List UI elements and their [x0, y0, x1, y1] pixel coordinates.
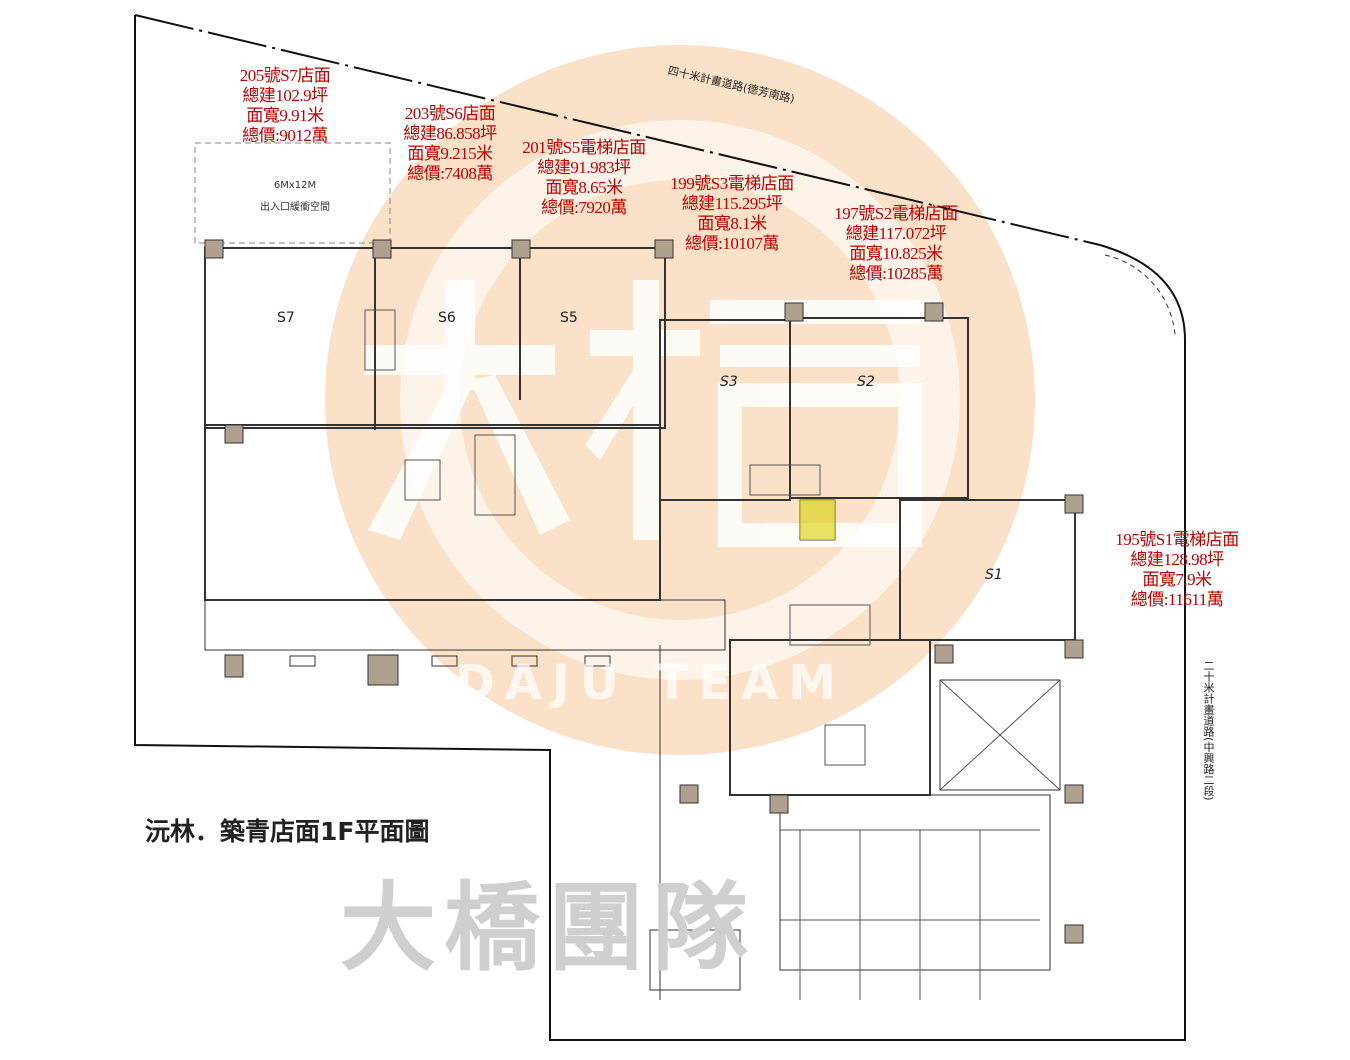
shop-name: 203號S6店面 [404, 104, 496, 123]
shop-price: 總價:7408萬 [407, 164, 493, 183]
shop-width: 面寬9.91米 [246, 106, 324, 125]
buffer-space-outline [194, 142, 391, 244]
site-boundary-corner [134, 15, 1186, 1041]
shop-name: 199號S3電梯店面 [670, 174, 794, 193]
shop-name: 195號S1電梯店面 [1115, 530, 1239, 549]
shop-name: 197號S2電梯店面 [834, 204, 958, 223]
walls [204, 247, 1076, 1000]
corner-arc [1104, 254, 1176, 336]
elevator-highlight [800, 500, 835, 540]
shop-area: 總建128.98坪 [1130, 550, 1224, 569]
shop-area: 總建91.983坪 [537, 158, 631, 177]
room-label-s3: S3 [720, 374, 738, 390]
room-label-s2: S2 [857, 374, 875, 390]
shop-price: 總價:11611萬 [1130, 590, 1224, 609]
shop-price: 總價:9012萬 [242, 126, 328, 145]
room-label-s6: S6 [438, 310, 456, 326]
shop-name: 201號S5電梯店面 [522, 138, 646, 157]
shop-annotation-s5: 201號S5電梯店面 總建91.983坪 面寬8.65米 總價:7920萬 [522, 138, 646, 218]
watermark-team-en: DAJU TEAM [455, 655, 846, 711]
shop-area: 總建102.9坪 [242, 86, 328, 105]
plan-title: 沅林．築青店面1F平面圖 [145, 817, 430, 846]
shop-width: 面寬10.825米 [849, 244, 943, 263]
shop-annotation-s7: 205號S7店面 總建102.9坪 面寬9.91米 總價:9012萬 [239, 66, 331, 146]
room-label-s5: S5 [560, 310, 578, 326]
buffer-space-size: 6Mx12M [273, 180, 317, 191]
shop-area: 總建86.858坪 [403, 124, 497, 143]
shop-area: 總建115.295坪 [681, 194, 783, 213]
east-road-label: 二十米計畫道路(中興路二段) [1202, 660, 1215, 801]
buffer-space-label: 出入口緩衝空間 [260, 202, 330, 213]
shop-price: 總價:10285萬 [849, 264, 943, 283]
shop-price: 總價:10107萬 [685, 234, 779, 253]
room-label-s7: S7 [277, 310, 295, 326]
shop-area: 總建117.072坪 [845, 224, 947, 243]
shop-width: 面寬9.215米 [407, 144, 493, 163]
room-label-s1: S1 [985, 567, 1003, 583]
shop-width: 面寬8.65米 [545, 178, 623, 197]
site-boundary [134, 14, 1101, 246]
columns [204, 239, 1084, 944]
shop-price: 總價:7920萬 [541, 198, 627, 217]
watermark-team-zh: 大橋團隊 [340, 872, 756, 984]
shop-width: 面寬8.1米 [697, 214, 767, 233]
shop-annotation-s2: 197號S2電梯店面 總建117.072坪 面寬10.825米 總價:10285… [834, 204, 958, 284]
window-openings [289, 655, 611, 667]
shop-annotation-s1: 195號S1電梯店面 總建128.98坪 面寬7.9米 總價:11611萬 [1115, 530, 1239, 610]
shop-name: 205號S7店面 [239, 66, 331, 85]
shop-width: 面寬7.9米 [1142, 570, 1212, 589]
watermark-logo-graphic [365, 280, 930, 547]
shop-annotation-s6: 203號S6店面 總建86.858坪 面寬9.215米 總價:7408萬 [403, 104, 497, 184]
canopy-grid [780, 679, 1061, 1000]
shop-annotation-s3: 199號S3電梯店面 總建115.295坪 面寬8.1米 總價:10107萬 [670, 174, 794, 254]
